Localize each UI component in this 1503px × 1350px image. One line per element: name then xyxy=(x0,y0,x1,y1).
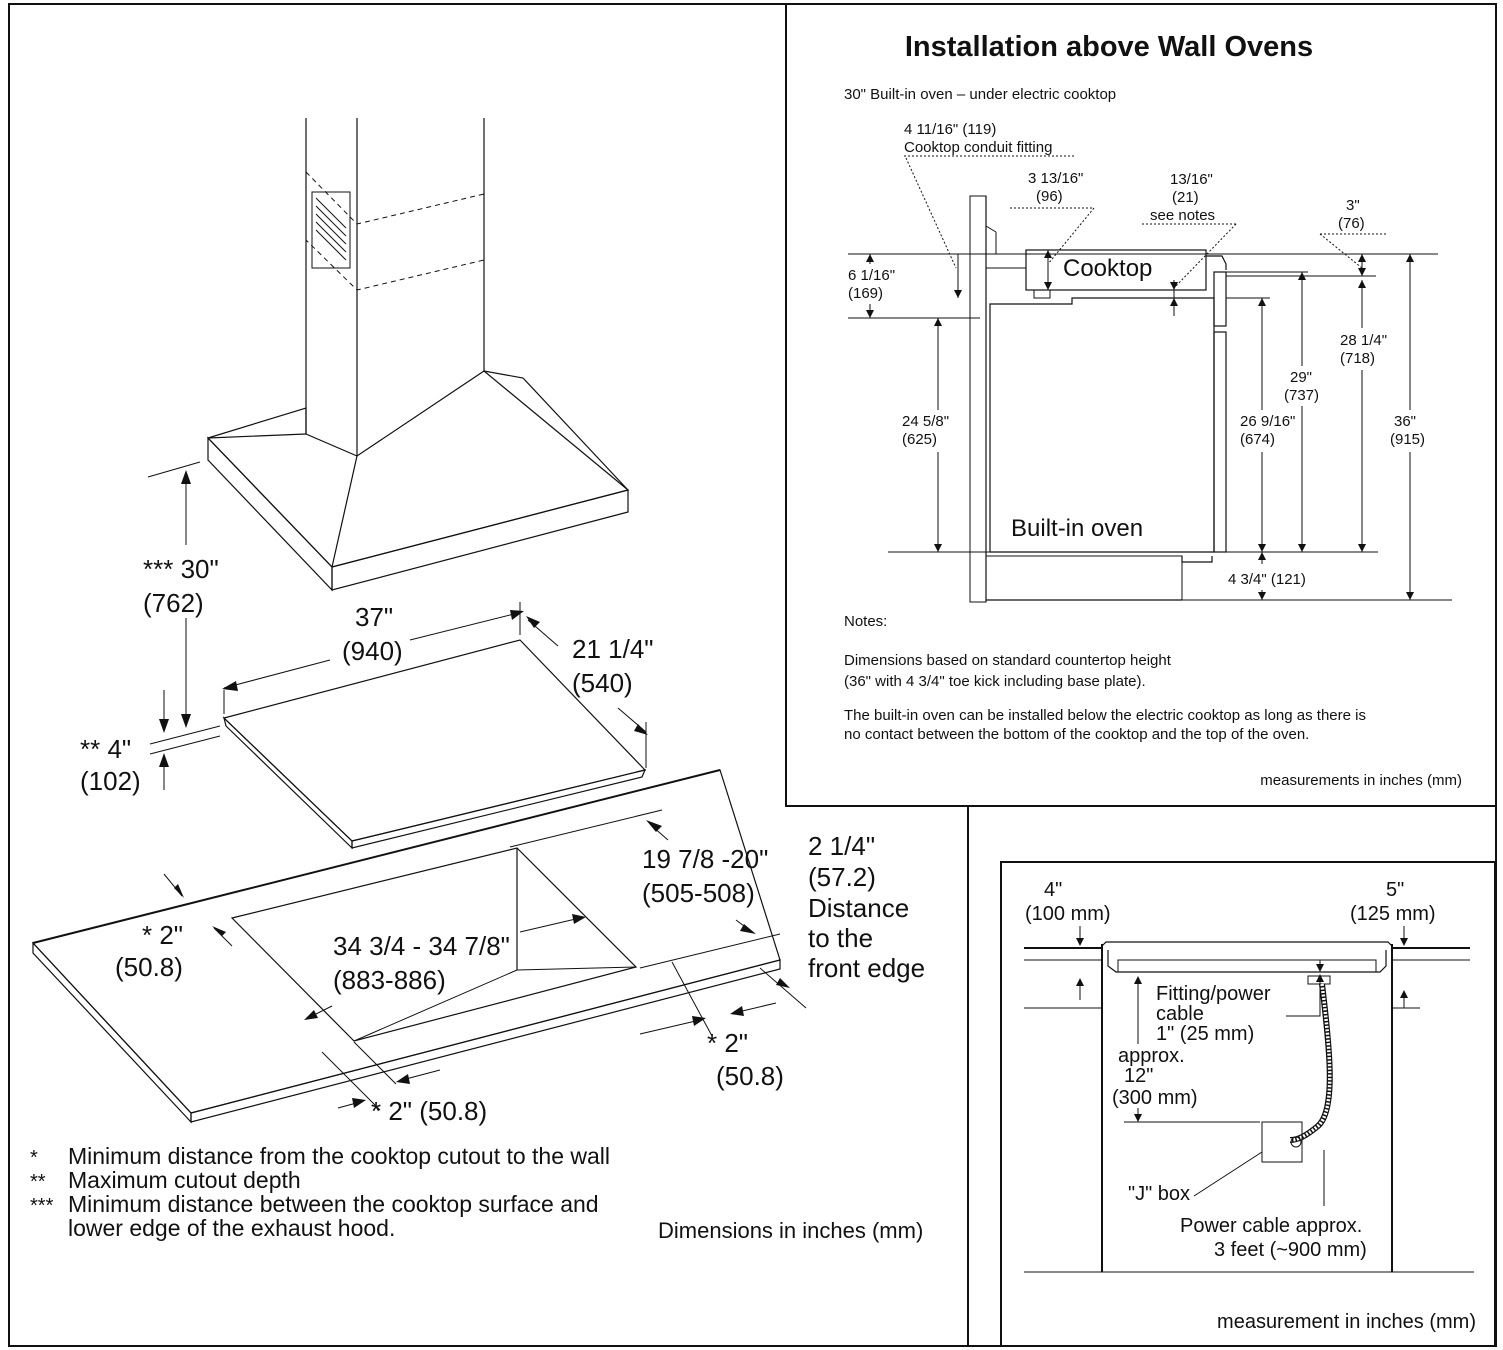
hood-clearance-label: *** 30" xyxy=(143,554,219,584)
wall-ovens-units: measurements in inches (mm) xyxy=(1260,772,1462,789)
cutout-depth-range-label: 19 7/8 -20" xyxy=(642,844,768,874)
front-edge-label: 2 1/4" xyxy=(808,831,875,861)
dim-2: 13/16" xyxy=(1170,171,1213,188)
side-units: measurement in inches (mm) xyxy=(1217,1311,1476,1333)
note-1-text: Minimum distance from the cooktop cutout… xyxy=(68,1143,610,1169)
jbox-label: "J" box xyxy=(1128,1183,1190,1205)
note-4-text: lower edge of the exhaust hood. xyxy=(68,1215,395,1241)
conduit-dim: 4 11/16" (119) xyxy=(904,121,996,138)
dim-9: 36" xyxy=(1394,413,1416,430)
front-edge-desc-2: to the xyxy=(808,923,873,953)
side-right-mm: (50.8) xyxy=(716,1061,784,1091)
side-left-label: * 2" xyxy=(142,920,183,950)
cooktop-width-mm: (940) xyxy=(342,636,403,666)
oven-label: Built-in oven xyxy=(1011,515,1143,542)
side-left-mm: (50.8) xyxy=(115,952,183,982)
exhaust-hood-drawing xyxy=(206,118,630,592)
countertop-drawing xyxy=(31,769,781,1124)
cutout-width-mm: (883-886) xyxy=(333,965,446,995)
note-2b: no contact between the bottom of the coo… xyxy=(844,726,1309,743)
dim-2-note: see notes xyxy=(1150,207,1215,224)
dim-3-mm: (76) xyxy=(1338,215,1365,232)
hood-clearance-mm: (762) xyxy=(143,588,204,618)
dim-5-mm: (625) xyxy=(902,431,937,448)
dim-3: 3" xyxy=(1346,197,1360,214)
approx-label-1: approx. xyxy=(1118,1045,1185,1067)
fitting-label-3: 1" (25 mm) xyxy=(1156,1023,1254,1045)
dim-2-mm: (21) xyxy=(1172,189,1199,206)
cable-label-2: 3 feet (~900 mm) xyxy=(1214,1239,1367,1261)
wall-ovens-panel xyxy=(785,3,1497,807)
cooktop-section xyxy=(985,225,1227,299)
dim-9-mm: (915) xyxy=(1390,431,1425,448)
dim-4-mm: (169) xyxy=(848,285,883,302)
cooktop-width-label: 37" xyxy=(355,602,393,632)
cooktop-drawing xyxy=(222,639,647,850)
dim-1: 3 13/16" xyxy=(1028,170,1083,187)
side-right-dim-mm: (125 mm) xyxy=(1350,903,1436,925)
notes-heading: Notes: xyxy=(844,613,887,630)
note-2-symbol: ** xyxy=(30,1171,46,1193)
side-view-drawing xyxy=(1024,941,1474,1273)
dim-5: 24 5/8" xyxy=(902,413,949,430)
cooktop-depth-mm: (540) xyxy=(572,668,633,698)
conduit-label: Cooktop conduit fitting xyxy=(904,139,1052,156)
bottom-clearance-label: * 2" (50.8) xyxy=(371,1096,487,1126)
dim-6: 26 9/16" xyxy=(1240,413,1295,430)
cutout-width-label: 34 3/4 - 34 7/8" xyxy=(333,931,510,961)
cooktop-depth-label: 21 1/4" xyxy=(572,634,654,664)
wall-ovens-subtitle: 30" Built-in oven – under electric cookt… xyxy=(844,86,1116,103)
front-edge-mm: (57.2) xyxy=(808,862,876,892)
dim-7: 29" xyxy=(1290,369,1312,386)
dim-8-mm: (718) xyxy=(1340,350,1375,367)
side-left-dim: 4" xyxy=(1044,879,1062,901)
left-units-label: Dimensions in inches (mm) xyxy=(658,1218,923,1243)
note-2a: The built-in oven can be installed below… xyxy=(844,707,1366,724)
dim-6-mm: (674) xyxy=(1240,431,1275,448)
wall-ovens-title: Installation above Wall Ovens xyxy=(905,31,1313,63)
note-1b: (36" with 4 3/4" toe kick including base… xyxy=(844,673,1146,690)
side-right-label: * 2" xyxy=(707,1028,748,1058)
side-right-dim: 5" xyxy=(1386,879,1404,901)
fitting-label-1: Fitting/power xyxy=(1156,983,1271,1005)
cutout-depth-mm: (102) xyxy=(80,766,141,796)
dim-10: 4 3/4" (121) xyxy=(1228,571,1306,588)
front-edge-desc-3: front edge xyxy=(808,953,925,983)
dim-7-mm: (737) xyxy=(1284,387,1319,404)
fitting-label-2: cable xyxy=(1156,1003,1204,1025)
note-1-symbol: * xyxy=(30,1147,38,1169)
oven-section xyxy=(989,271,1227,553)
note-1a: Dimensions based on standard countertop … xyxy=(844,652,1172,669)
hood-clearance-dim xyxy=(147,461,201,728)
note-3-text: Minimum distance between the cooktop sur… xyxy=(68,1191,599,1217)
cutout-depth-label: ** 4" xyxy=(80,734,131,764)
cable-label-1: Power cable approx. xyxy=(1180,1215,1362,1237)
dim-8: 28 1/4" xyxy=(1340,332,1387,349)
approx-label-3: (300 mm) xyxy=(1112,1087,1198,1109)
cutout-depth-range-mm: (505-508) xyxy=(642,878,755,908)
front-edge-desc-1: Distance xyxy=(808,893,909,923)
dim-1-mm: (96) xyxy=(1036,188,1063,205)
cooktop-label: Cooktop xyxy=(1063,255,1152,282)
note-2-text: Maximum cutout depth xyxy=(68,1167,301,1193)
note-3-symbol: *** xyxy=(30,1195,54,1217)
side-view-panel xyxy=(1000,861,1496,1347)
approx-label-2: 12" xyxy=(1124,1065,1153,1087)
dim-4: 6 1/16" xyxy=(848,267,895,284)
side-left-dim-mm: (100 mm) xyxy=(1025,903,1111,925)
